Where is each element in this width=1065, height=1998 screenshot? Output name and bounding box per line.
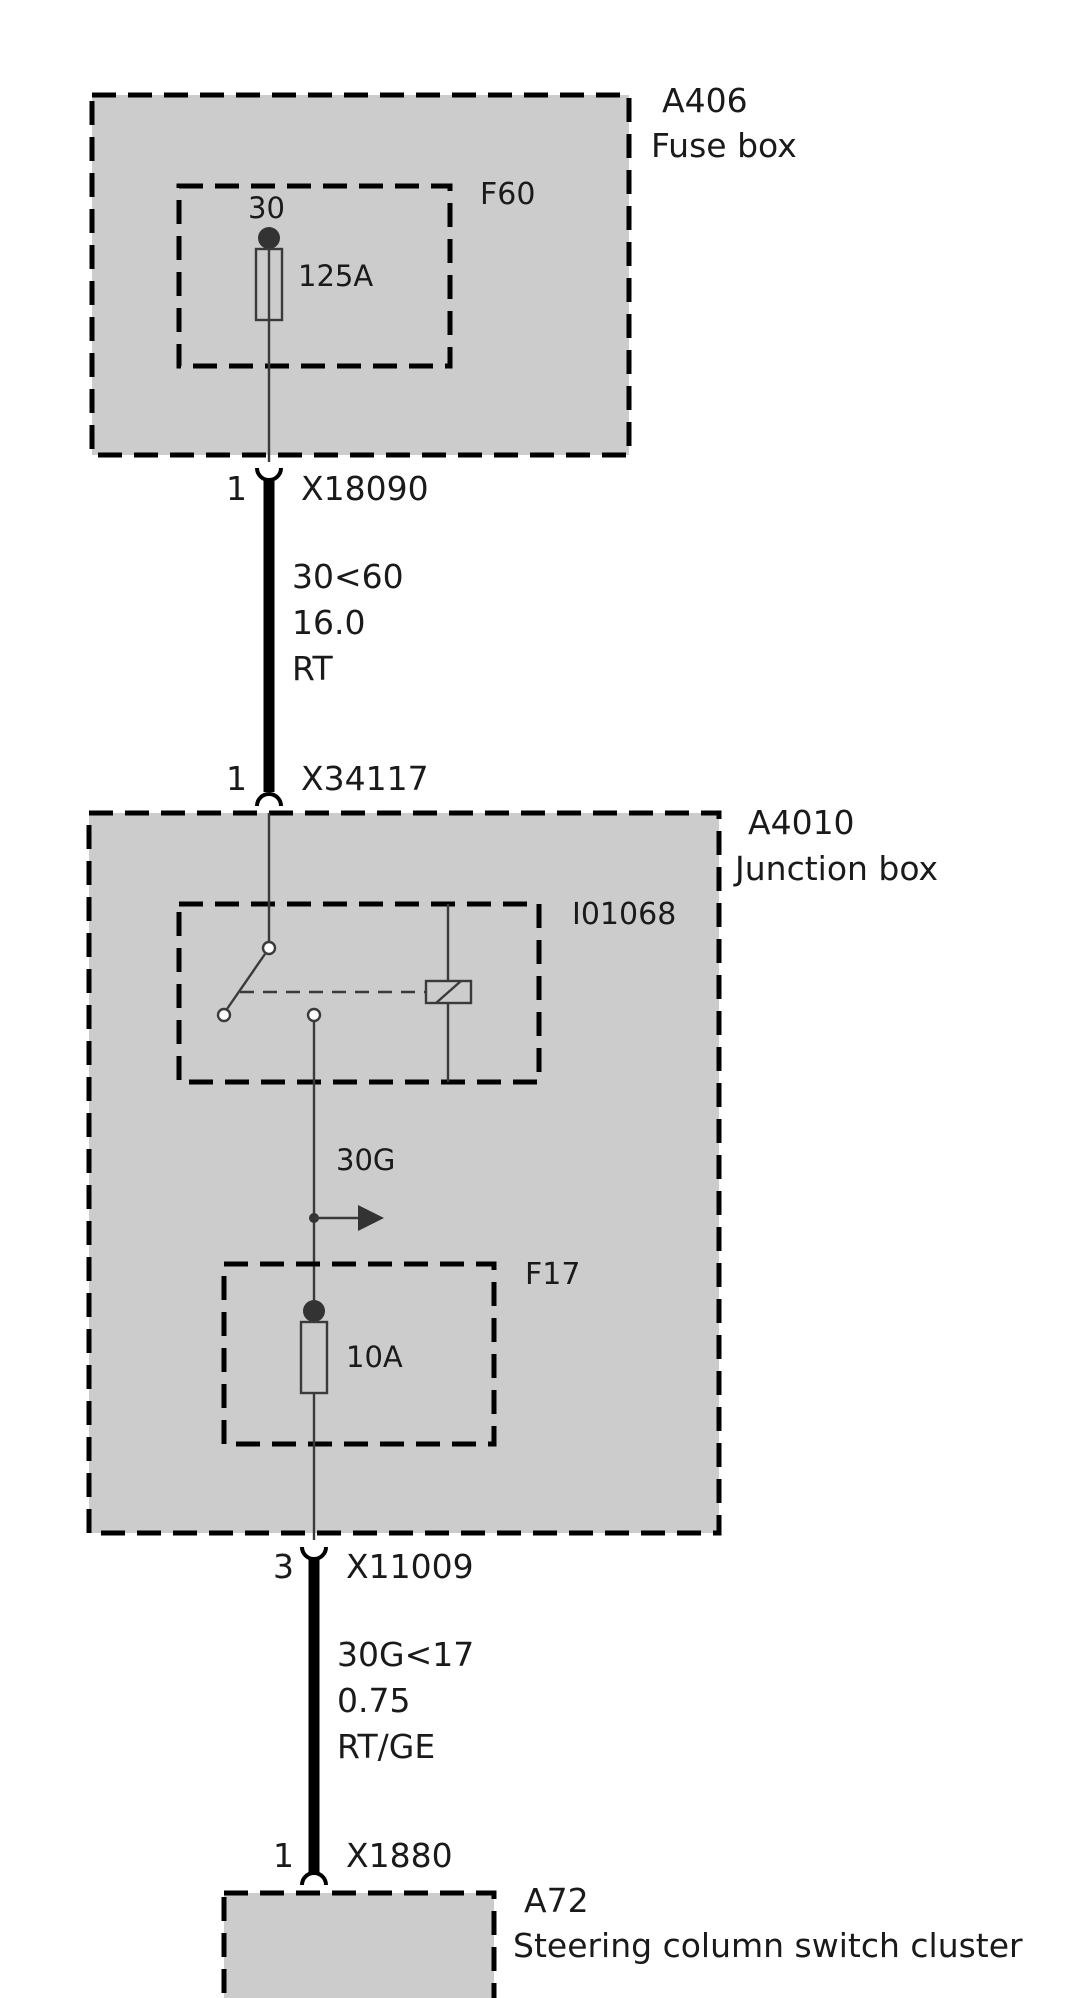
- fuse-box-a406: A406 Fuse box F60 30 125A: [89, 81, 797, 462]
- connector-x34117-symbol: [255, 792, 283, 807]
- connector-x18090-id: X18090: [301, 469, 429, 508]
- wire-30g-17-color: RT/GE: [337, 1727, 435, 1766]
- junction-box-a4010-name: Junction box: [733, 849, 938, 888]
- fuse-f60-terminal-dot: [258, 227, 280, 249]
- connector-x1880-id: X1880: [346, 1836, 453, 1875]
- connector-x34117: 1 X34117: [226, 759, 429, 798]
- fuse-box-a406-name: Fuse box: [651, 126, 797, 165]
- relay-switch-arm: [226, 953, 266, 1010]
- connector-x34117-pin: 1: [226, 759, 247, 798]
- relay-contact-common: [261, 940, 277, 956]
- connector-x11009: 3 X11009: [273, 1546, 474, 1586]
- junction-box-a4010: A4010 Junction box I01068 30G: [86, 792, 938, 1540]
- switch-cluster-a72-outline: [221, 1890, 497, 1998]
- junction-box-a4010-outline: [86, 810, 722, 1536]
- relay-contact-nc: [216, 1007, 232, 1023]
- fuse-f60: F60 30 125A: [176, 177, 535, 462]
- wire-30-60-gauge: 16.0: [292, 603, 365, 642]
- wire-30-60: 30<60 16.0 RT: [263, 478, 404, 792]
- wire-30-60-circuit: 30<60: [292, 557, 404, 596]
- connector-x18090-pin: 1: [226, 469, 247, 508]
- switch-cluster-a72-id: A72: [524, 1881, 589, 1920]
- fuse-f17-id: F17: [525, 1257, 580, 1292]
- fuse-f17: F17 10A: [221, 1257, 580, 1540]
- switch-cluster-a72-name: Steering column switch cluster: [513, 1926, 1023, 1965]
- connector-x11009-id: X11009: [346, 1547, 474, 1586]
- wire-30g-17-circuit: 30G<17: [337, 1635, 474, 1674]
- wire-30g-17-gauge: 0.75: [337, 1681, 410, 1720]
- signal-30g: 30G: [309, 1143, 395, 1231]
- fuse-f17-terminal-dot: [303, 1300, 325, 1322]
- wire-30g-17: 30G<17 0.75 RT/GE: [308, 1557, 474, 1872]
- connector-x11009-pin: 3: [273, 1547, 294, 1586]
- connector-x34117-id: X34117: [301, 759, 429, 798]
- fuse-f17-outline: [221, 1261, 497, 1447]
- signal-30g-label: 30G: [336, 1143, 395, 1177]
- wire-30-60-color: RT: [292, 649, 334, 688]
- fuse-f60-id: F60: [480, 177, 535, 212]
- fuse-box-a406-id: A406: [662, 81, 748, 120]
- connector-x1880-pin: 1: [273, 1836, 294, 1875]
- fuse-f60-pin: 30: [248, 191, 285, 225]
- signal-30g-arrow-icon: [358, 1205, 384, 1231]
- relay-i01068: I01068: [176, 813, 676, 1313]
- switch-cluster-a72: A72 Steering column switch cluster: [221, 1881, 1023, 1998]
- junction-box-a4010-id: A4010: [748, 803, 855, 842]
- relay-contact-no: [306, 1007, 322, 1023]
- fuse-f17-rating: 10A: [346, 1340, 403, 1374]
- fuse-f60-outline: [176, 183, 453, 369]
- relay-i01068-outline: [176, 901, 542, 1085]
- relay-i01068-id: I01068: [572, 897, 676, 932]
- connector-x1880-symbol: [300, 1871, 328, 1886]
- connector-x1880: 1 X1880: [273, 1836, 453, 1886]
- fuse-f60-rating: 125A: [298, 259, 373, 293]
- connector-x18090: 1 X18090: [226, 467, 429, 508]
